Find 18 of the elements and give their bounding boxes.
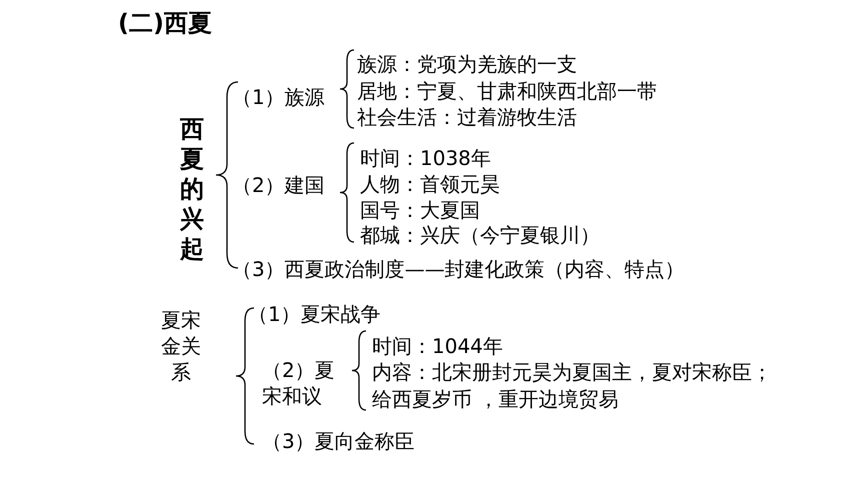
detail-text: 居地：宁夏、甘肃和陕西北部一带 bbox=[357, 78, 657, 104]
detail-text: 时间：1038年 bbox=[360, 145, 491, 171]
item-heading: （3）西夏政治制度——封建化政策（内容、特点） bbox=[232, 256, 685, 282]
vertical-heading: 夏宋金关系 bbox=[160, 307, 202, 385]
detail-text: 内容：北宋册封元昊为夏国主，夏对宋称臣；给西夏岁币 ，重开边境贸易 bbox=[372, 359, 773, 413]
detail-text: 族源：党项为羌族的一支 bbox=[357, 51, 577, 77]
item-heading: （2）建国 bbox=[232, 172, 325, 198]
item-heading: （1）族源 bbox=[232, 84, 325, 110]
detail-text: 国号：大夏国 bbox=[360, 197, 480, 223]
section-title: (二)西夏 bbox=[118, 8, 212, 38]
item-heading: （1）夏宋战争 bbox=[248, 301, 381, 327]
item-heading: （2）夏宋和议 bbox=[262, 357, 336, 409]
vertical-heading: 西夏的兴起 bbox=[180, 114, 205, 264]
item-heading: （3）夏向金称臣 bbox=[262, 428, 415, 454]
detail-text: 社会生活：过着游牧生活 bbox=[357, 104, 577, 130]
detail-text: 人物：首领元昊 bbox=[360, 171, 500, 197]
detail-text: 时间：1044年 bbox=[372, 333, 503, 359]
detail-text: 都城：兴庆（今宁夏银川） bbox=[360, 222, 600, 248]
